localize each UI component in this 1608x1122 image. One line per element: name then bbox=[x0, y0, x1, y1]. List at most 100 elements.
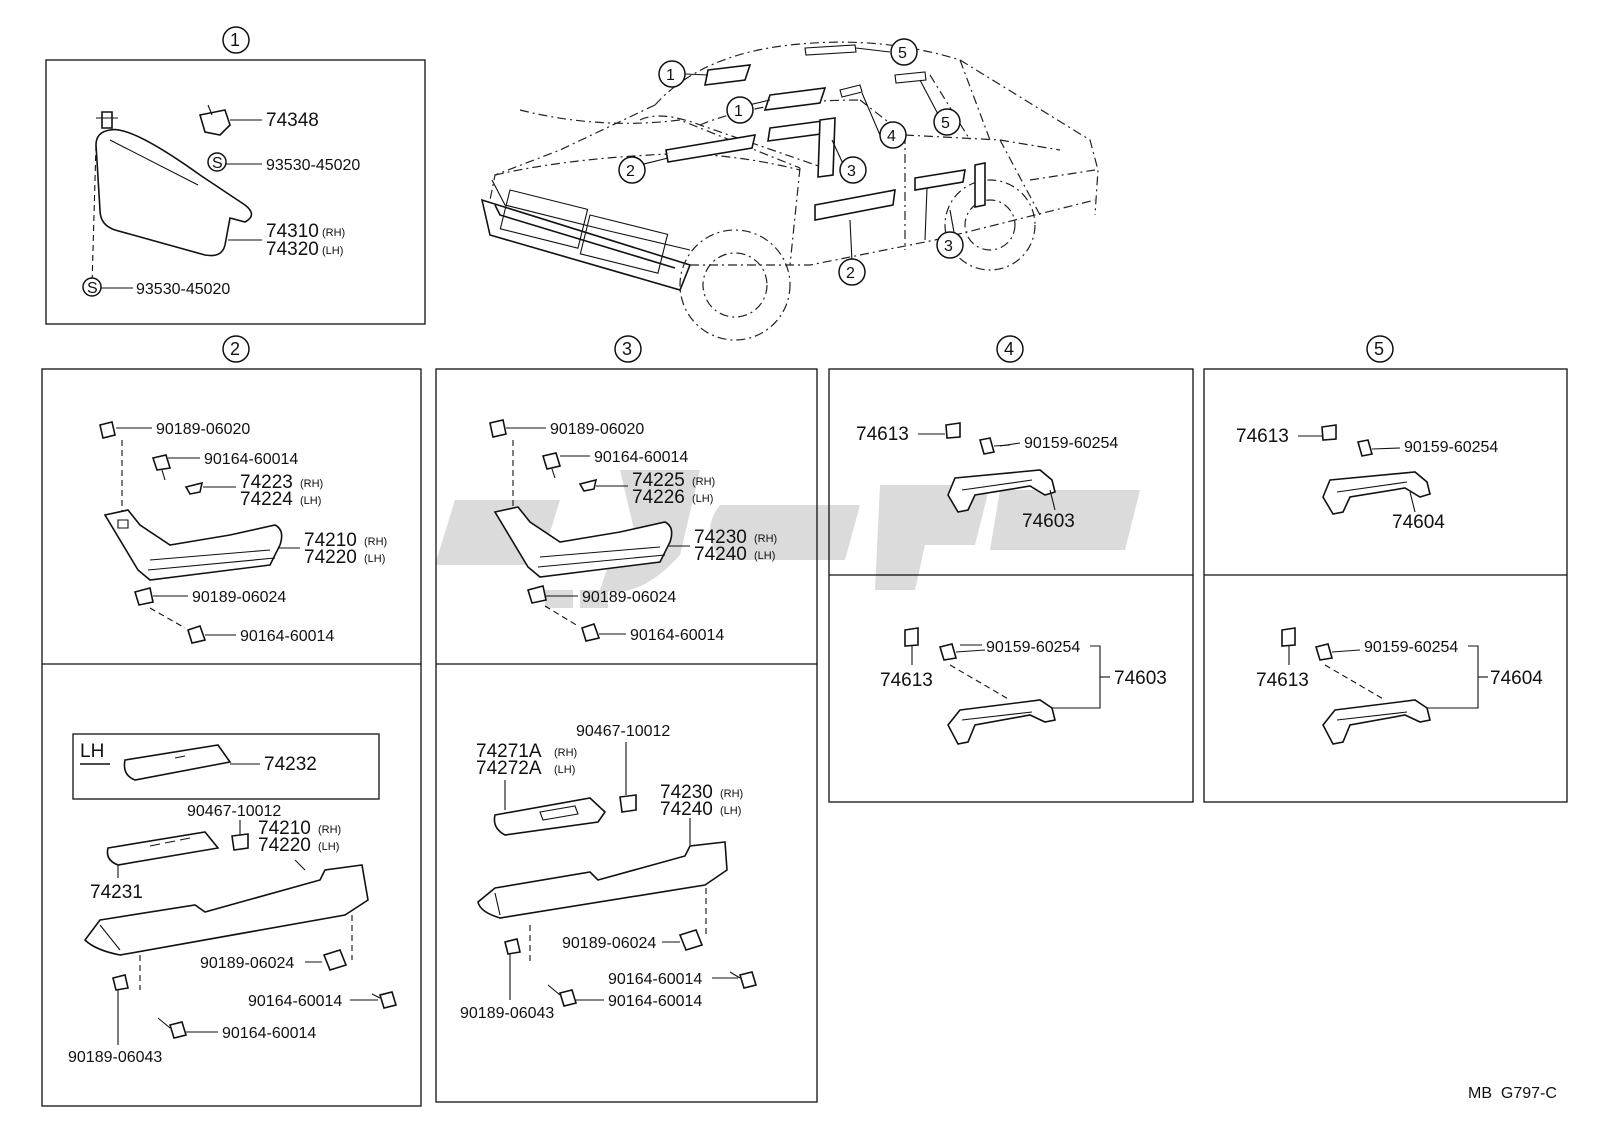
label-90467-10012: 90467-10012 bbox=[187, 803, 281, 820]
car-callout-label: 1 bbox=[666, 67, 675, 84]
label-90164-60014-a: 90164-60014 bbox=[204, 451, 298, 468]
label-74320: 74320 bbox=[266, 239, 319, 260]
label-74613-4a: 74613 bbox=[856, 424, 909, 445]
label-90467-10012-b3: 90467-10012 bbox=[576, 723, 670, 740]
label-90189-06024-b3: 90189-06024 bbox=[582, 589, 676, 606]
label-90164-60014-b3d: 90164-60014 bbox=[608, 993, 702, 1010]
label-74613-5b: 74613 bbox=[1256, 670, 1309, 691]
label-74224: 74224 bbox=[240, 489, 293, 510]
label-90189-06024: 90189-06024 bbox=[192, 589, 286, 606]
section-number-4: 4 bbox=[1004, 339, 1014, 359]
label-90189-06020-b3: 90189-06020 bbox=[550, 421, 644, 438]
car-callout-3b bbox=[936, 231, 964, 259]
lh-tag: LH bbox=[80, 741, 104, 762]
label-rh: (RH) bbox=[318, 824, 341, 836]
car-callout-label: 2 bbox=[846, 265, 855, 282]
label-74603-4b: 74603 bbox=[1114, 668, 1167, 689]
label-rh: (RH) bbox=[720, 788, 743, 800]
label-lh: (LH) bbox=[300, 495, 321, 507]
section-number-2: 2 bbox=[230, 339, 240, 359]
car-callout-label: 2 bbox=[626, 163, 635, 180]
car-callout-label: 4 bbox=[887, 128, 896, 145]
label-90159-60254-4b: 90159-60254 bbox=[986, 639, 1080, 656]
box-2-armrest: 90189-06020 90164-60014 74223 (RH) 74224… bbox=[41, 368, 422, 1107]
label-90159-60254-4a: 90159-60254 bbox=[1024, 435, 1118, 452]
label-74230-b: 74230 bbox=[660, 782, 713, 803]
box-1-sun-visor: 74348 S 93530-45020 74310 (RH) 74320 (LH… bbox=[45, 59, 426, 325]
label-90189-06024-b3b: 90189-06024 bbox=[562, 935, 656, 952]
label-93530-45020-top: 93530-45020 bbox=[266, 157, 360, 174]
car-callout-2b bbox=[838, 258, 866, 286]
diagram-code: MB G797-C bbox=[1468, 1085, 1557, 1102]
car-callout-label: 1 bbox=[734, 103, 743, 120]
car-callout-label: 5 bbox=[941, 115, 950, 132]
section-number-5: 5 bbox=[1374, 339, 1384, 359]
label-74604-5a: 74604 bbox=[1392, 512, 1445, 533]
label-lh: (LH) bbox=[754, 550, 775, 562]
label-74230: 74230 bbox=[694, 527, 747, 548]
label-rh: (RH) bbox=[754, 533, 777, 545]
label-90164-60014-c: 90164-60014 bbox=[248, 993, 342, 1010]
label-90189-06043-b3: 90189-06043 bbox=[460, 1005, 554, 1022]
label-90189-06043: 90189-06043 bbox=[68, 1049, 162, 1066]
section-number-3: 3 bbox=[622, 339, 632, 359]
label-74240: 74240 bbox=[694, 544, 747, 565]
box-5-assist-grip: 74613 90159-60254 74604 74613 90159-6025… bbox=[1203, 368, 1568, 803]
car-callout-2a bbox=[618, 156, 646, 184]
label-74348: 74348 bbox=[266, 110, 319, 131]
section-number-1: 1 bbox=[230, 30, 240, 50]
label-lh: (LH) bbox=[720, 805, 741, 817]
label-74603-4a: 74603 bbox=[1022, 511, 1075, 532]
label-90189-06024-b: 90189-06024 bbox=[200, 955, 294, 972]
label-rh: (RH) bbox=[364, 536, 387, 548]
label-lh: (LH) bbox=[554, 764, 575, 776]
label-lh: (LH) bbox=[692, 493, 713, 505]
label-74240-b: 74240 bbox=[660, 799, 713, 820]
label-74310: 74310 bbox=[266, 221, 319, 242]
label-rh: (RH) bbox=[692, 476, 715, 488]
label-74223: 74223 bbox=[240, 472, 293, 493]
label-74220-b: 74220 bbox=[258, 835, 311, 856]
label-90164-60014-b3b: 90164-60014 bbox=[630, 627, 724, 644]
car-callout-label: 3 bbox=[847, 163, 856, 180]
label-lh: (LH) bbox=[364, 553, 385, 565]
label-lh: (LH) bbox=[318, 841, 339, 853]
label-90159-60254-5b: 90159-60254 bbox=[1364, 639, 1458, 656]
label-rh: (RH) bbox=[300, 478, 323, 490]
label-90164-60014-d: 90164-60014 bbox=[222, 1025, 316, 1042]
label-rh: (RH) bbox=[322, 227, 345, 239]
car-callout-5b bbox=[890, 38, 918, 66]
box-4-assist-grip: 74613 90159-60254 74603 74613 90159-6025… bbox=[828, 368, 1194, 803]
car-callout-4 bbox=[879, 121, 907, 149]
label-90189-06020: 90189-06020 bbox=[156, 421, 250, 438]
label-74225: 74225 bbox=[632, 470, 685, 491]
label-74613-4b: 74613 bbox=[880, 670, 933, 691]
label-90164-60014-b3c: 90164-60014 bbox=[608, 971, 702, 988]
label-90159-60254-5a: 90159-60254 bbox=[1404, 439, 1498, 456]
label-74604-5b: 74604 bbox=[1490, 668, 1543, 689]
car-callout-1b bbox=[726, 96, 754, 124]
car-callout-5a bbox=[933, 108, 961, 136]
label-90164-60014-b: 90164-60014 bbox=[240, 628, 334, 645]
label-93530-45020-bottom: 93530-45020 bbox=[136, 281, 230, 298]
car-callout-label: 3 bbox=[944, 238, 953, 255]
label-lh: (LH) bbox=[322, 245, 343, 257]
s-mark-icon: S bbox=[87, 280, 98, 297]
label-74220: 74220 bbox=[304, 547, 357, 568]
car-overview: 1 1 2 2 3 3 3 4 5 5 bbox=[480, 38, 1099, 341]
label-74210-b: 74210 bbox=[258, 818, 311, 839]
label-74271a: 74271A bbox=[476, 741, 542, 762]
label-74613-5a: 74613 bbox=[1236, 426, 1289, 447]
section-headers: 1 2 3 4 5 bbox=[222, 26, 1394, 363]
box-3-armrest: 90189-06020 90164-60014 74225 (RH) 74226… bbox=[435, 368, 818, 1103]
label-74231: 74231 bbox=[90, 882, 143, 903]
car-callout-1a bbox=[658, 60, 686, 88]
label-rh: (RH) bbox=[554, 747, 577, 759]
label-74210: 74210 bbox=[304, 530, 357, 551]
label-74226: 74226 bbox=[632, 487, 685, 508]
s-mark-icon: S bbox=[212, 155, 223, 172]
label-74232: 74232 bbox=[264, 754, 317, 775]
car-callout-label: 5 bbox=[898, 45, 907, 62]
label-90164-60014-b3a: 90164-60014 bbox=[594, 449, 688, 466]
